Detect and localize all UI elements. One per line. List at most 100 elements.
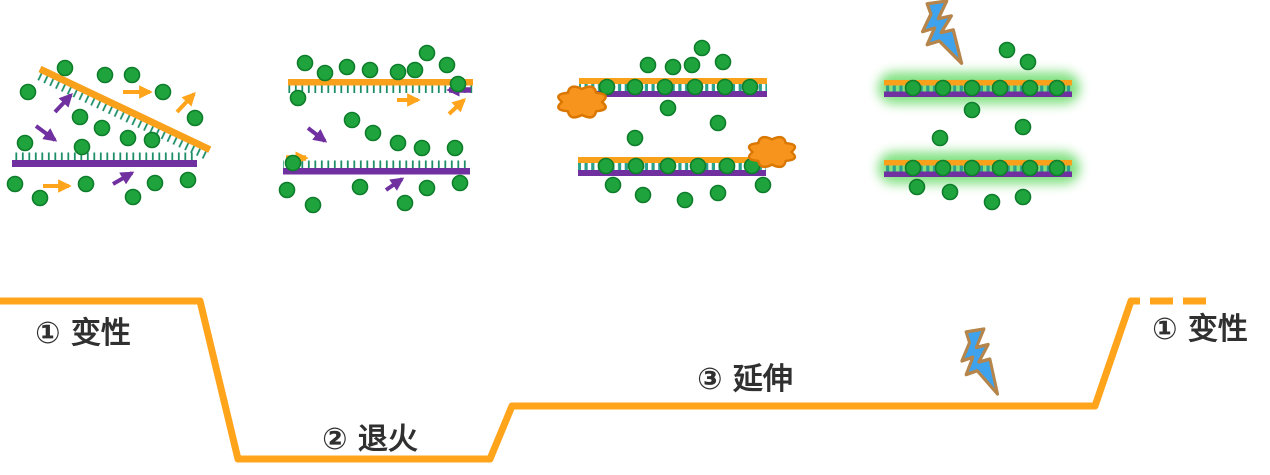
- dntp-molecule-dot: [143, 131, 161, 149]
- dntp-molecule-dot: [16, 134, 34, 152]
- dntp-molecule-dot: [93, 119, 111, 137]
- lightning-bolt-icon: [920, 0, 964, 65]
- dntp-molecule-dot: [934, 159, 952, 177]
- dntp-molecule-dot: [406, 61, 424, 79]
- dntp-molecule-dot: [1048, 79, 1066, 97]
- dntp-molecule-dot: [296, 54, 314, 72]
- panel-extension: [557, 39, 797, 209]
- dntp-dots-group: [904, 41, 1066, 211]
- step-label-denaturation: ① 变性: [35, 316, 131, 351]
- dntp-molecule-dot: [364, 124, 382, 142]
- dntp-molecule-dot: [284, 154, 302, 172]
- dntp-molecule-dot: [96, 66, 114, 84]
- dntp-molecule-dot: [71, 108, 89, 126]
- dntp-molecule-dot: [983, 193, 1001, 211]
- dntp-molecule-dot: [446, 139, 464, 157]
- primer-arrow-purple: [53, 93, 73, 114]
- temperature-profile: ① 变性 ② 退火 ③ 延伸 ① 变性: [0, 297, 1248, 463]
- dna-strand-purple: [12, 160, 197, 167]
- panel-denaturation: [6, 59, 212, 207]
- dntp-molecule-dot: [659, 99, 677, 117]
- dntp-molecule-dot: [418, 44, 436, 62]
- dna-strand-purple: [884, 171, 1072, 177]
- primer-arrow-purple: [306, 126, 328, 143]
- dntp-molecule-dot: [626, 129, 644, 147]
- dntp-molecule-dot: [963, 79, 981, 97]
- dntp-molecule-dot: [598, 78, 616, 96]
- dntp-molecule-dot: [1048, 159, 1066, 177]
- dntp-dots-group: [597, 39, 772, 209]
- dntp-molecule-dot: [659, 157, 677, 175]
- dntp-molecule-dot: [449, 75, 467, 93]
- primer-arrow-orange: [175, 92, 196, 114]
- dntp-molecule-dot: [1014, 118, 1032, 136]
- lightning-bolt-icon: [960, 327, 1000, 396]
- dntp-molecule-dot: [186, 109, 204, 127]
- dna-strand-purple: [283, 168, 470, 175]
- dntp-molecule-dot: [904, 159, 922, 177]
- dntp-molecule-dot: [278, 181, 296, 199]
- dntp-molecule-dot: [413, 139, 431, 157]
- dntp-molecule-dot: [289, 89, 307, 107]
- primer-arrow-purple: [34, 124, 58, 142]
- ssdna-template-purple: [12, 152, 197, 167]
- dntp-molecule-dot: [709, 114, 727, 132]
- dntp-molecule-dot: [741, 78, 759, 96]
- dntp-molecule-dot: [119, 129, 137, 147]
- dntp-molecule-dot: [316, 64, 334, 82]
- step-label-denaturation-next: ① 变性: [1152, 312, 1248, 347]
- dna-bases-teeth: [288, 85, 473, 93]
- dntp-molecule-dot: [1019, 53, 1037, 71]
- dntp-molecule-dot: [338, 58, 356, 76]
- ssdna-template-orange: [288, 79, 473, 93]
- dntp-molecule-dot: [179, 171, 197, 189]
- dntp-molecule-dot: [634, 186, 652, 204]
- dntp-molecule-dot: [627, 157, 645, 175]
- dntp-molecule-dot: [716, 78, 734, 96]
- dntp-molecule-dot: [686, 78, 704, 96]
- dntp-molecule-dot: [689, 157, 707, 175]
- dntp-molecule-dot: [931, 129, 949, 147]
- temperature-profile-line: [0, 297, 1140, 463]
- dntp-molecule-dot: [664, 58, 682, 76]
- primer-arrow-orange: [447, 98, 466, 116]
- dntp-molecule-dot: [1014, 188, 1032, 206]
- dntp-molecule-dot: [941, 183, 959, 201]
- dna-strand-orange: [288, 79, 473, 86]
- dna-strand-purple: [884, 91, 1072, 97]
- dntp-molecule-dot: [604, 176, 622, 194]
- dna-bases-teeth: [12, 152, 197, 161]
- primer-arrow-purple: [111, 171, 135, 186]
- dntp-molecule-dot: [438, 56, 456, 74]
- dntp-molecule-dot: [304, 196, 322, 214]
- dntp-molecule-dot: [451, 174, 469, 192]
- dntp-molecule-dot: [656, 78, 674, 96]
- dntp-molecule-dot: [639, 56, 657, 74]
- dntp-molecule-dot: [991, 159, 1009, 177]
- dntp-molecule-dot: [146, 174, 164, 192]
- dntp-molecule-dot: [389, 63, 407, 81]
- dntp-molecule-dot: [6, 175, 24, 193]
- dntp-molecule-dot: [154, 83, 172, 101]
- dna-bases-teeth: [283, 160, 470, 169]
- ssdna-template-orange: [35, 65, 212, 160]
- dntp-molecule-dot: [676, 191, 694, 209]
- dntp-molecule-dot: [963, 101, 981, 119]
- dntp-molecule-dot: [626, 78, 644, 96]
- dntp-molecule-dot: [19, 83, 37, 101]
- step-label-annealing: ② 退火: [322, 422, 418, 457]
- panel-annealing: [278, 44, 473, 214]
- dna-strand-orange: [38, 65, 212, 153]
- dntp-molecule-dot: [709, 184, 727, 202]
- dntp-dots-group: [6, 59, 204, 207]
- dntp-molecule-dot: [934, 79, 952, 97]
- dntp-molecule-dot: [963, 159, 981, 177]
- dntp-molecule-dot: [718, 157, 736, 175]
- dntp-molecule-dot: [1021, 159, 1039, 177]
- dntp-molecule-dot: [597, 157, 615, 175]
- dntp-dots-group: [278, 44, 469, 214]
- dntp-molecule-dot: [754, 176, 772, 194]
- dntp-molecule-dot: [343, 111, 361, 129]
